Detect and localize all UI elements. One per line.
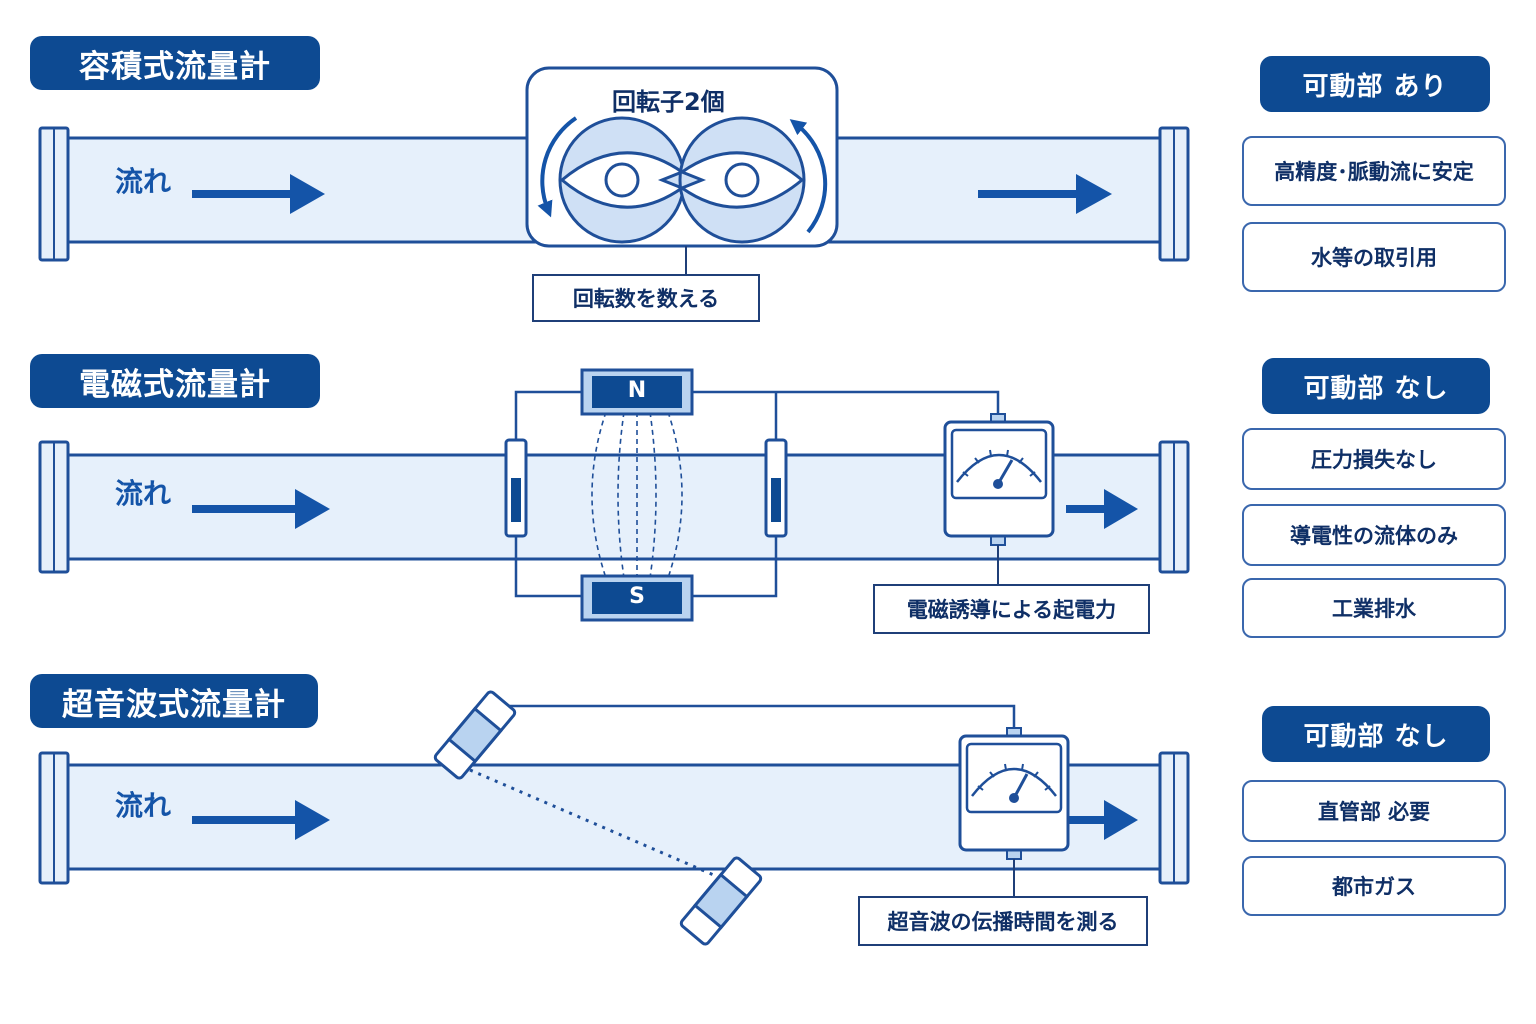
badge-moving-parts-no: 可動部 なし <box>1262 706 1490 762</box>
flow-arrow-left-2 <box>192 489 330 529</box>
magnet-south-label: S <box>629 584 645 609</box>
rotor-right <box>678 116 806 244</box>
caption-emf: 電磁誘導による起電力 <box>873 584 1150 634</box>
feature-no-pressure-loss: 圧力損失なし <box>1242 428 1506 490</box>
rotation-arrow-right <box>789 119 828 234</box>
electromagnetic-section <box>38 368 1190 622</box>
feature-city-gas: 都市ガス <box>1242 856 1506 916</box>
flow-arrow-left-3 <box>192 800 330 840</box>
magnet-north <box>580 368 694 416</box>
section-title-ultrasonic: 超音波式流量計 <box>30 674 318 728</box>
rotor-left <box>558 116 686 244</box>
badge-moving-parts-no: 可動部 なし <box>1262 358 1490 414</box>
feature-industrial-wastewater: 工業排水 <box>1242 578 1506 638</box>
flow-arrow-right-2 <box>1066 489 1138 529</box>
transducer-downstream <box>679 856 763 946</box>
flow-arrow-right-3 <box>1066 800 1138 840</box>
feature-water-trade: 水等の取引用 <box>1242 222 1506 292</box>
caption-propagation-time: 超音波の伝播時間を測る <box>858 896 1148 946</box>
transducer-upstream <box>433 690 517 780</box>
flow-arrow-right-1 <box>978 174 1112 214</box>
electrode-left <box>504 438 528 538</box>
flow-label: 流れ <box>115 165 172 198</box>
rotor-count-label: 回転子2個 <box>612 88 725 116</box>
section-title-electromagnetic: 電磁式流量計 <box>30 354 320 408</box>
caption-rotation-count: 回転数を数える <box>532 274 760 322</box>
badge-moving-parts-yes: 可動部 あり <box>1260 56 1490 112</box>
ultrasonic-section <box>38 690 1190 946</box>
magnet-north-label: N <box>627 378 647 403</box>
meter-3 <box>958 727 1070 860</box>
flow-arrow-left-1 <box>192 174 325 214</box>
rotation-arrow-left <box>537 116 578 218</box>
feature-straight-pipe-required: 直管部 必要 <box>1242 780 1506 842</box>
feature-high-accuracy: 高精度･脈動流に安定 <box>1242 136 1506 206</box>
magnet-south <box>580 574 694 622</box>
magnetic-field-lines <box>591 411 683 579</box>
sensor-cable <box>508 704 1016 730</box>
meter-2 <box>943 413 1055 546</box>
volumetric-section <box>38 66 1190 274</box>
flow-label: 流れ <box>115 789 172 822</box>
electrode-right <box>764 438 788 538</box>
electrode-circuit <box>514 390 1000 598</box>
section-title-volumetric: 容積式流量計 <box>30 36 320 90</box>
feature-conductive-only: 導電性の流体のみ <box>1242 504 1506 566</box>
flow-label: 流れ <box>115 477 172 510</box>
